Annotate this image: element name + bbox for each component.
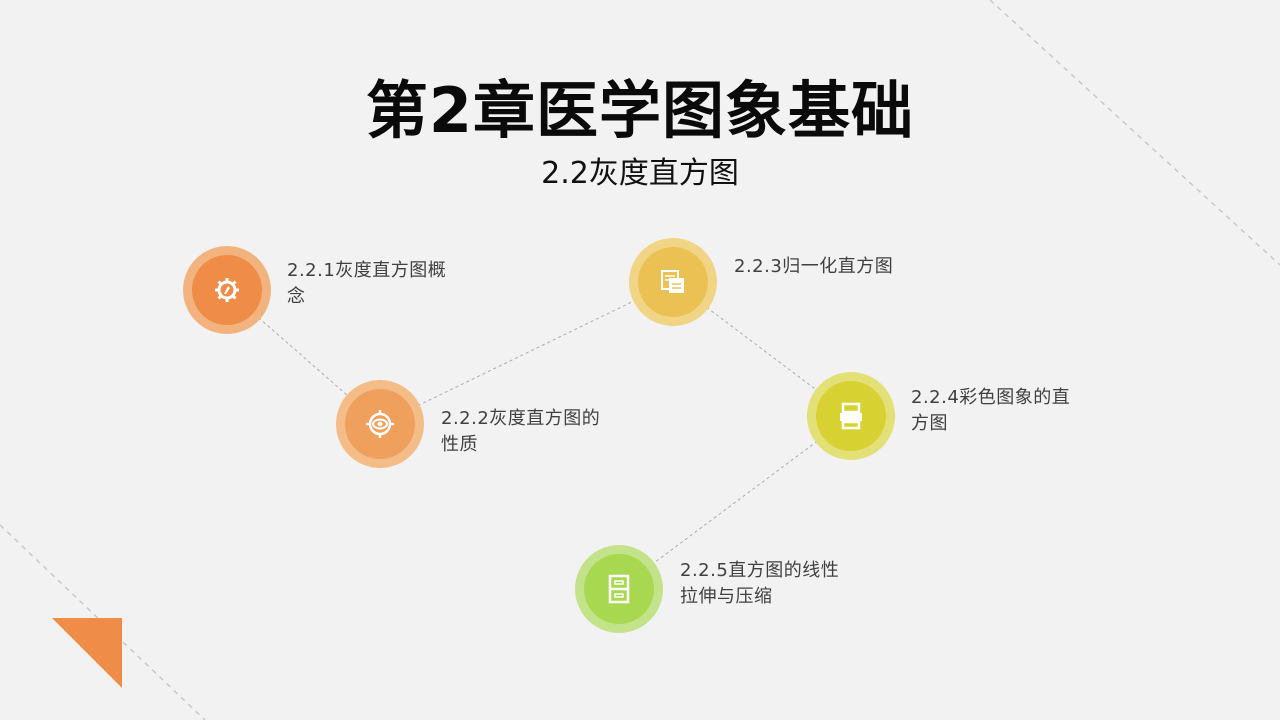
documents-icon	[661, 270, 684, 293]
printer-icon	[840, 402, 862, 430]
corner-triangle	[52, 618, 122, 688]
topic-node-3[interactable]	[629, 238, 717, 326]
target-eye-icon	[366, 410, 394, 438]
topic-node-5[interactable]	[575, 545, 663, 633]
topic-label-4[interactable]: 2.2.4彩色图象的直 方图	[911, 387, 1071, 434]
topic-label-1[interactable]: 2.2.1灰度直方图概 念	[287, 260, 447, 307]
topic-label-3[interactable]: 2.2.3归一化直方图	[734, 256, 894, 277]
cabinet-icon	[608, 574, 630, 604]
topic-node-1[interactable]	[183, 246, 271, 334]
gear-hand-icon	[215, 278, 239, 302]
topic-node-4[interactable]	[807, 372, 895, 460]
topic-node-2[interactable]	[336, 380, 424, 468]
slide-title: 第2章医学图象基础	[365, 74, 915, 147]
topic-label-2[interactable]: 2.2.2灰度直方图的 性质	[441, 408, 601, 455]
slide-subtitle: 2.2灰度直方图	[541, 156, 739, 191]
topic-label-5[interactable]: 2.2.5直方图的线性 拉伸与压缩	[680, 560, 840, 607]
